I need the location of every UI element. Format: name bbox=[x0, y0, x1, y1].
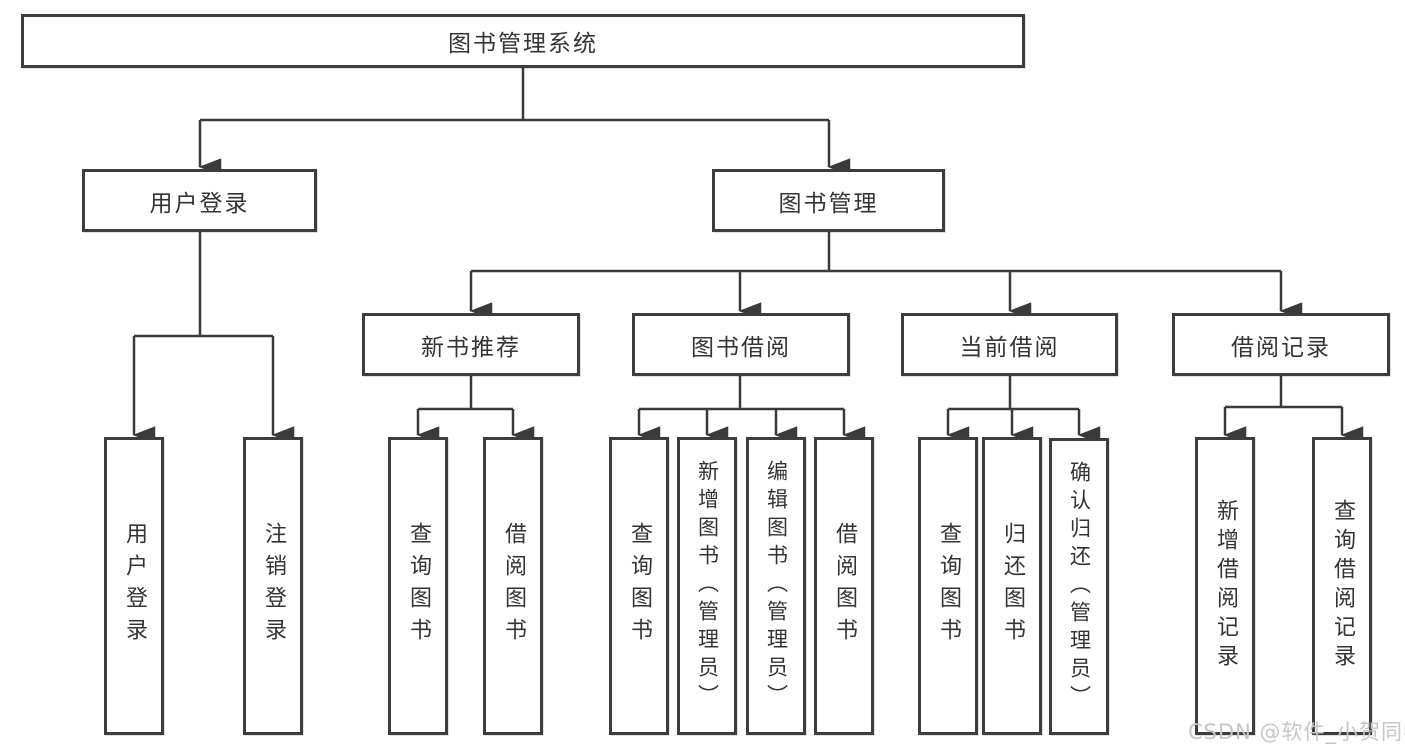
node-label: 归还图书 bbox=[1000, 522, 1025, 650]
node-label: 查询借阅记录 bbox=[1330, 499, 1355, 673]
leaf-borrow-books: 借阅图书 bbox=[814, 437, 874, 735]
node-label: 新书推荐 bbox=[421, 334, 521, 361]
node-borrow-records: 借阅记录 bbox=[1172, 313, 1390, 376]
leaf-add-borrow-record: 新增借阅记录 bbox=[1195, 437, 1255, 735]
node-root-library-system: 图书管理系统 bbox=[21, 14, 1025, 68]
node-label: 借阅图书 bbox=[832, 522, 857, 650]
node-label: 新增图书（管理员） bbox=[695, 460, 720, 712]
leaf-edit-books-admin: 编辑图书（管理员） bbox=[746, 437, 806, 735]
leaf-confirm-return-admin: 确认归还（管理员） bbox=[1049, 438, 1109, 735]
node-new-book-recommend: 新书推荐 bbox=[362, 313, 580, 376]
node-current-borrow: 当前借阅 bbox=[901, 313, 1118, 376]
csdn-watermark: CSDN @软件_小贺同学 bbox=[1188, 720, 1405, 744]
leaf-query-books-current: 查询图书 bbox=[918, 437, 978, 735]
node-book-management: 图书管理 bbox=[712, 169, 945, 232]
node-label: 图书管理 bbox=[778, 190, 879, 217]
node-label: 编辑图书（管理员） bbox=[764, 460, 789, 712]
node-label: 注销登录 bbox=[261, 522, 286, 650]
node-label: 查询图书 bbox=[406, 522, 431, 650]
node-label: 查询图书 bbox=[936, 522, 961, 650]
node-label: 用户登录 bbox=[122, 522, 147, 650]
node-label: 用户登录 bbox=[149, 190, 250, 217]
leaf-add-books-admin: 新增图书（管理员） bbox=[677, 437, 737, 735]
node-label: 借阅图书 bbox=[501, 522, 526, 650]
leaf-query-borrow-record: 查询借阅记录 bbox=[1312, 437, 1372, 735]
leaf-borrow-books-recommend: 借阅图书 bbox=[483, 437, 543, 735]
node-user-login: 用户登录 bbox=[82, 169, 317, 232]
node-label: 新增借阅记录 bbox=[1213, 499, 1238, 673]
leaf-query-books-recommend: 查询图书 bbox=[388, 437, 448, 735]
leaf-query-books-borrow: 查询图书 bbox=[609, 437, 669, 735]
node-label: 查询图书 bbox=[627, 522, 652, 650]
node-label: 确认归还（管理员） bbox=[1067, 460, 1092, 713]
node-label: 借阅记录 bbox=[1231, 334, 1331, 361]
node-label: 当前借阅 bbox=[959, 334, 1060, 361]
node-book-borrow: 图书借阅 bbox=[632, 313, 850, 376]
node-label: 图书管理系统 bbox=[448, 31, 598, 57]
leaf-return-books: 归还图书 bbox=[982, 437, 1042, 735]
leaf-logout: 注销登录 bbox=[243, 437, 303, 735]
leaf-user-login: 用户登录 bbox=[104, 437, 164, 735]
node-label: 图书借阅 bbox=[691, 334, 791, 361]
